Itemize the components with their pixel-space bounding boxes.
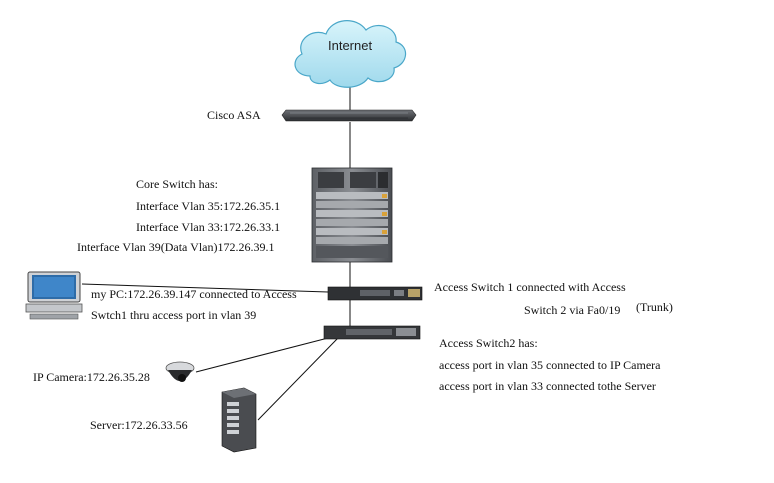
link-camera-access2 <box>195 337 329 373</box>
core-switch-icon <box>311 167 393 263</box>
access-switch-2-icon <box>323 325 421 340</box>
link-pc-access1 <box>81 283 329 293</box>
cisco-asa-label: Cisco ASA <box>207 108 261 122</box>
core-switch-vlan35: Interface Vlan 35:172.26.35.1 <box>136 199 281 213</box>
ip-camera-icon <box>165 361 195 382</box>
access-switch-2-vlan33: access port in vlan 33 connected tothe S… <box>439 379 656 393</box>
core-switch-vlan39: Interface Vlan 39(Data Vlan)172.26.39.1 <box>77 240 275 254</box>
internet-cloud-icon <box>294 20 407 88</box>
pc-label-line2: Swtch1 thru access port in vlan 39 <box>91 308 257 322</box>
server-icon <box>221 387 257 453</box>
pc-label-line1: my PC:172.26.39.147 connected to Access <box>91 287 297 301</box>
pc-icon <box>25 271 83 320</box>
link-server-access2 <box>257 337 339 421</box>
access-switch-1-line2: Switch 2 via Fa0/19 <box>524 303 621 317</box>
server-label: Server:172.26.33.56 <box>90 418 188 432</box>
access-switch-1-trunk: (Trunk) <box>636 300 673 314</box>
access-switch-1-line1: Access Switch 1 connected with Access <box>434 280 626 294</box>
access-switch-1-icon <box>327 286 423 301</box>
core-switch-vlan33: Interface Vlan 33:172.26.33.1 <box>136 220 281 234</box>
internet-label: Internet <box>328 38 373 53</box>
core-switch-title: Core Switch has: <box>136 177 218 191</box>
access-switch-2-vlan35: access port in vlan 35 connected to IP C… <box>439 358 661 372</box>
link-lines <box>81 80 351 421</box>
cisco-asa-icon <box>281 109 417 122</box>
ip-camera-label: IP Camera:172.26.35.28 <box>33 370 150 384</box>
access-switch-2-title: Access Switch2 has: <box>439 336 538 350</box>
